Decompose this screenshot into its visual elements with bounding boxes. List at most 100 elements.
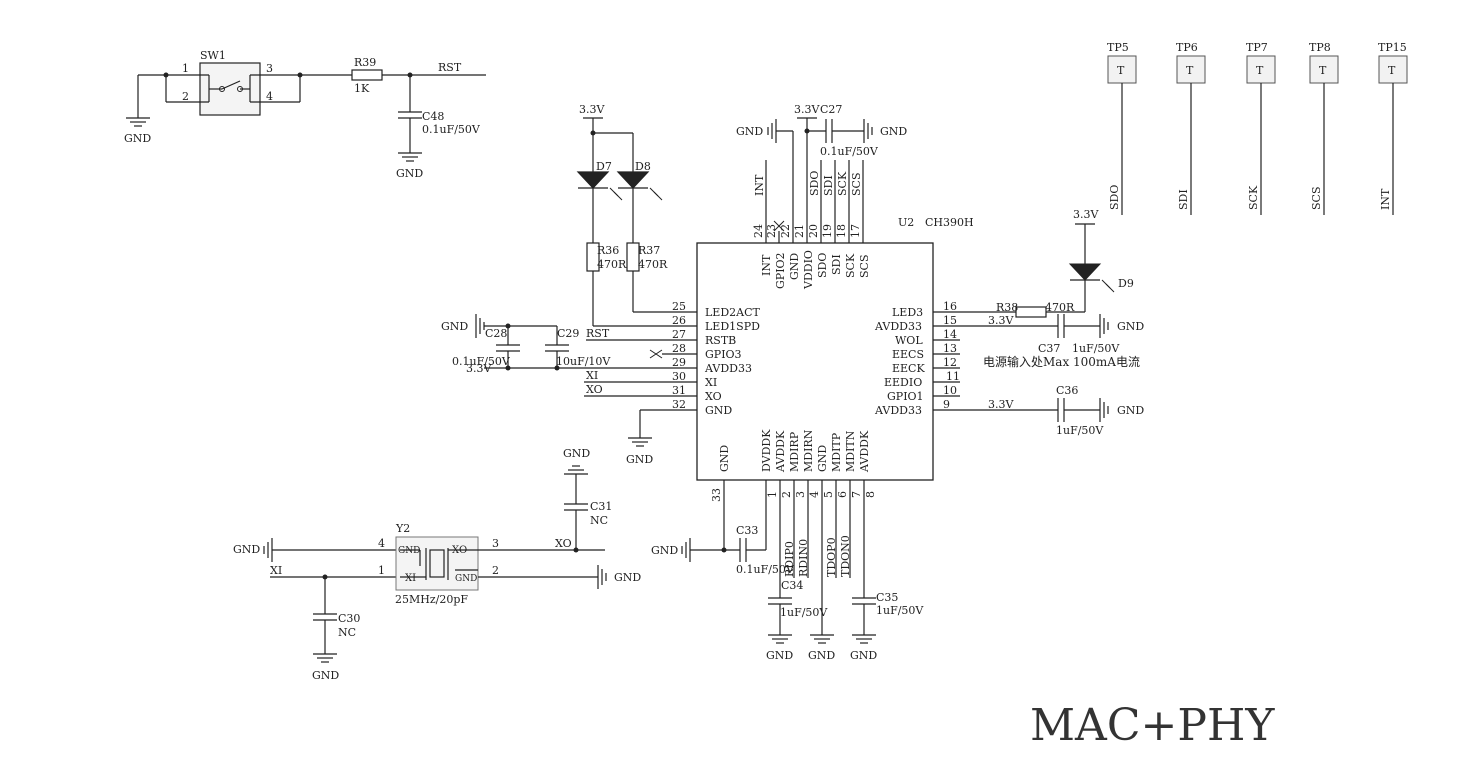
ic-bottom-pins: GND 33 DVDDK AVDDK MDIRP MDIRN GND MDITP… bbox=[710, 429, 877, 577]
tp-body: T bbox=[1186, 64, 1194, 77]
tp-ref: TP5 bbox=[1107, 41, 1129, 54]
crystal-y2[interactable]: Y2 25MHz/20pF GND XO XI GND bbox=[395, 522, 479, 606]
test-point-tp8[interactable]: TP8 T SCS bbox=[1309, 41, 1339, 215]
test-point-tp6[interactable]: TP6 T SDI bbox=[1176, 41, 1206, 215]
led-d9[interactable]: D9 bbox=[1068, 263, 1134, 293]
pin-name: GPIO3 bbox=[705, 348, 742, 361]
pad-name: GND bbox=[718, 445, 731, 472]
capacitor-c28[interactable]: C28 0.1uF/50V bbox=[452, 327, 520, 368]
capacitor-c36[interactable]: C36 1uF/50V bbox=[1056, 384, 1104, 437]
ground-symbol bbox=[1099, 314, 1109, 338]
r38-value: 470R bbox=[1045, 301, 1075, 314]
pin-num: 28 bbox=[672, 342, 686, 355]
pin-num: 1 bbox=[766, 491, 779, 498]
c30-value: NC bbox=[338, 626, 356, 639]
ground-symbol bbox=[263, 538, 273, 562]
pin-num: 23 bbox=[765, 224, 778, 238]
net-label-rst-left: RST bbox=[586, 327, 610, 340]
capacitor-c34[interactable]: C34 1uF/50V bbox=[768, 579, 828, 619]
test-point-tp15[interactable]: TP15 T INT bbox=[1378, 41, 1408, 215]
led-d7[interactable]: D7 bbox=[576, 160, 623, 201]
pin-num: 13 bbox=[943, 342, 957, 355]
tp-ref: TP8 bbox=[1309, 41, 1331, 54]
ground-symbol bbox=[398, 152, 422, 162]
pin-num: 25 bbox=[672, 300, 686, 313]
led-d8[interactable]: D8 bbox=[616, 160, 663, 201]
pin-name: XO bbox=[705, 390, 722, 403]
capacitor-c31[interactable]: C31 NC bbox=[564, 500, 612, 527]
pin-num: 24 bbox=[752, 224, 765, 238]
ground-symbol bbox=[768, 634, 792, 644]
tp-net: SCK bbox=[1247, 185, 1260, 210]
crystal-pin-xi: XI bbox=[405, 573, 416, 584]
net-label-3v3-r15: 3.3V bbox=[988, 314, 1014, 327]
switch-sw1[interactable]: SW1 1 2 3 4 bbox=[166, 49, 300, 116]
pin-name: LED1SPD bbox=[705, 320, 760, 333]
pin-num: 26 bbox=[672, 314, 686, 327]
gnd-label: GND bbox=[766, 649, 793, 662]
crystal-pin-num-1: 1 bbox=[378, 564, 385, 577]
tp-body: T bbox=[1388, 64, 1396, 77]
capacitor-c37[interactable]: C37 1uF/50V bbox=[1038, 314, 1120, 355]
test-point-tp7[interactable]: TP7 T SCK bbox=[1246, 41, 1276, 215]
capacitor-c29[interactable]: C29 10uF/10V bbox=[545, 327, 611, 368]
c37-ref: C37 bbox=[1038, 342, 1060, 355]
gnd-label: GND bbox=[1117, 320, 1144, 333]
ic-u2[interactable]: U2 CH390H bbox=[696, 216, 974, 481]
net-label-3v3-left: 3.3V bbox=[466, 362, 492, 375]
pin-num: 7 bbox=[850, 491, 863, 498]
resistor-r37[interactable]: R37 470R bbox=[626, 242, 668, 272]
gnd-label: GND bbox=[124, 132, 151, 145]
c48-value: 0.1uF/50V bbox=[422, 123, 481, 136]
net-label-rst: RST bbox=[438, 61, 462, 74]
tp-body: T bbox=[1256, 64, 1264, 77]
pin-name: WOL bbox=[895, 334, 923, 347]
c27-value: 0.1uF/50V bbox=[820, 145, 879, 158]
pin-num: 9 bbox=[943, 398, 950, 411]
pin-name: SDI bbox=[830, 254, 843, 275]
pin-num: 21 bbox=[793, 224, 806, 238]
ic-ref: U2 bbox=[898, 216, 914, 229]
ground-symbol bbox=[1099, 398, 1109, 422]
tp-body: T bbox=[1117, 64, 1125, 77]
net-label-xi: XI bbox=[586, 369, 598, 382]
r36-ref: R36 bbox=[597, 244, 619, 257]
pin-num: 29 bbox=[672, 356, 686, 369]
pin-num: 22 bbox=[779, 224, 792, 238]
pin-name: GND bbox=[816, 445, 829, 472]
c28-ref: C28 bbox=[485, 327, 507, 340]
ground-symbol bbox=[313, 653, 337, 663]
capacitor-c48[interactable]: C48 0.1uF/50V bbox=[398, 110, 481, 136]
tp-net: SDI bbox=[1177, 189, 1190, 210]
r38-ref: R38 bbox=[996, 301, 1018, 314]
resistor-r38[interactable]: R38 470R bbox=[996, 301, 1075, 318]
d8-ref: D8 bbox=[635, 160, 651, 173]
pin-num: 8 bbox=[864, 491, 877, 498]
capacitor-c35[interactable]: C35 1uF/50V bbox=[852, 591, 924, 617]
test-point-tp5[interactable]: TP5 T SDO bbox=[1107, 41, 1137, 215]
pin-name: GND bbox=[788, 253, 801, 280]
c29-value: 10uF/10V bbox=[556, 355, 611, 368]
pin-name: XI bbox=[705, 376, 717, 389]
pin-num: 16 bbox=[943, 300, 957, 313]
pin-num: 18 bbox=[835, 224, 848, 238]
pin-name: LED2ACT bbox=[705, 306, 761, 319]
pin-num: 30 bbox=[672, 370, 686, 383]
tp-ref: TP15 bbox=[1378, 41, 1407, 54]
c28-value: 0.1uF/50V bbox=[452, 355, 511, 368]
net-label-rdin0: RDIN0 bbox=[797, 539, 810, 577]
resistor-r39[interactable]: R39 1K bbox=[351, 56, 383, 95]
pin-name: GPIO2 bbox=[774, 252, 787, 289]
c33-value: 0.1uF/50V bbox=[736, 563, 795, 576]
resistor-r36[interactable]: R36 470R bbox=[586, 242, 627, 272]
pin-name: MDITP bbox=[830, 432, 843, 472]
capacitor-c33[interactable]: C33 0.1uF/50V bbox=[736, 524, 795, 576]
pin-name: INT bbox=[760, 254, 773, 276]
crystal-ref: Y2 bbox=[395, 522, 410, 535]
tp-ref: TP7 bbox=[1246, 41, 1268, 54]
pin-num: 3 bbox=[794, 491, 807, 498]
gnd-label: GND bbox=[850, 649, 877, 662]
switch-pin-3: 3 bbox=[266, 62, 273, 75]
capacitor-c30[interactable]: C30 NC bbox=[313, 612, 360, 639]
